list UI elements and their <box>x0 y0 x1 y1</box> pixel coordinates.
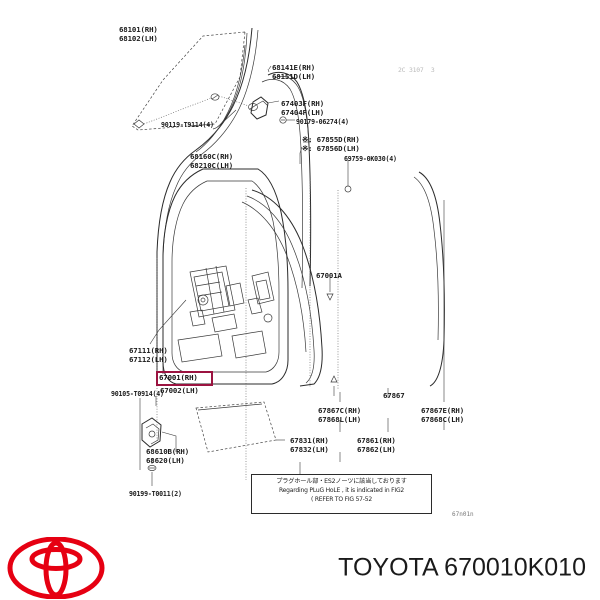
label-67002-hidden: 67002(LH) <box>160 386 199 395</box>
lead-67111 <box>149 299 187 345</box>
label-68610: 68610B(RH)68620(LH) <box>146 447 189 466</box>
lead-67403 <box>267 100 280 104</box>
label-67867c: 67867C(RH)67868L(LH) <box>318 406 361 425</box>
belt-moulding-right <box>418 171 445 387</box>
lead-clip-b-c <box>218 95 250 107</box>
door-glass-outline <box>131 31 246 131</box>
lead-clip-a-b <box>143 97 212 125</box>
label-90119: 90119-T9114(4) <box>161 121 214 129</box>
note-line-jp: プラグホール部・ES2ノーツに該当しております <box>276 478 407 485</box>
panel-opening-2 <box>231 330 267 359</box>
label-67855: ※: 67855D(RH)※: 67856D(LH) <box>302 135 360 154</box>
label-67111: 67111(RH)67112(LH) <box>129 346 168 365</box>
hinge-bracket-67403 <box>250 96 269 120</box>
label-69759: 69759-0K030(4) <box>344 155 397 163</box>
note-line-en: Regarding PLuG HoLE , it is indicated in… <box>278 487 405 494</box>
lead-67856 <box>299 146 303 164</box>
label-67867e: 67867E(RH)67868C(LH) <box>421 406 464 425</box>
door-assembly-diagram: .ln { fill:none; stroke:#2b2b2b; stroke-… <box>131 27 445 486</box>
arrow-67867 <box>330 375 338 383</box>
label-90105: 90105-T0914(4) <box>111 390 164 398</box>
label-67403: 67403F(RH)67404F(LH) <box>281 99 324 118</box>
glass-clip-a <box>133 119 145 129</box>
label-68101: 68101(RH)68102(LH) <box>119 25 158 44</box>
lead-90119 <box>220 109 237 125</box>
door-frame-outer <box>156 27 253 372</box>
bolt-90199 <box>147 465 157 471</box>
faint-top-right-text: 2C 3107 3 <box>398 66 435 74</box>
hinge-68610 <box>141 417 162 448</box>
lead-68141 <box>267 68 270 73</box>
glass-clip-b <box>210 93 220 101</box>
highlighted-part-number: 67001(RH) <box>159 373 198 382</box>
door-frame-inner <box>195 44 246 153</box>
footer-part-number: TOYOTA 670010K010 <box>338 553 586 581</box>
quarter-glass <box>195 401 277 453</box>
highlighted-part-box[interactable] <box>156 371 213 386</box>
run-channel-front-2 <box>273 75 310 149</box>
label-90179: 90179-06274(4) <box>296 118 349 126</box>
door-panel-inner <box>171 180 280 373</box>
plug-hole-note-box: プラグホール部・ES2ノーツに該当しております Regarding PLuG H… <box>251 474 432 514</box>
opening-trim-outer-3 <box>241 201 307 353</box>
lead-68141-2 <box>268 65 272 70</box>
opening-trim-outer-2 <box>246 195 315 384</box>
label-67867: 67867 <box>383 391 405 400</box>
lead-90119-2 <box>187 123 215 127</box>
label-68141: 68141E(RH)68151D(LH) <box>272 63 315 82</box>
bolt-90179 <box>279 116 287 124</box>
note-line-ref: ( REFER TO FIG 57-52 <box>310 496 373 503</box>
panel-opening-1 <box>177 333 223 363</box>
door-latch-area <box>247 271 275 323</box>
label-90199: 90199-T0011(2) <box>129 490 182 498</box>
door-frame-outer-2 <box>162 29 259 374</box>
lead-68610 <box>161 431 177 452</box>
label-67831: 67831(RH)67832(LH) <box>290 436 329 455</box>
toyota-logo <box>7 536 105 599</box>
arrow-67001a <box>326 293 334 301</box>
clip-69759 <box>344 185 352 193</box>
run-channel-front-3 <box>261 79 304 289</box>
glass-edge-right <box>212 32 248 130</box>
label-68160: 68160C(RH)68210C(LH) <box>190 152 233 171</box>
belt-moulding-right-2 <box>413 176 439 341</box>
quarter-glass-top <box>197 403 263 411</box>
label-67001a: 67001A <box>316 271 342 280</box>
opening-trim-outer <box>251 189 323 387</box>
window-regulator-67111 <box>189 265 245 333</box>
footer-bar: TOYOTA 670010K010 <box>0 535 600 600</box>
label-67861: 67861(RH)67862(LH) <box>357 436 396 455</box>
diagram-corner-code: 67n01n <box>452 511 474 518</box>
